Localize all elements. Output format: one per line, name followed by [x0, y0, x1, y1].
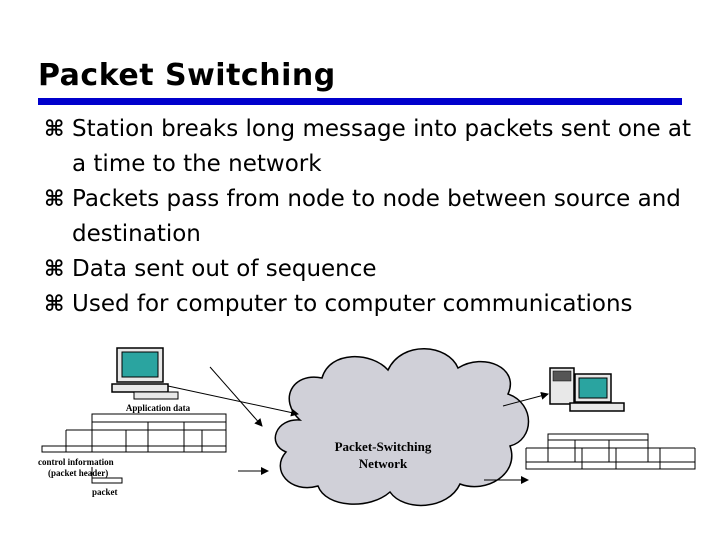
z-bullet-icon: ⌘ [44, 117, 65, 142]
bullet-text: Station breaks long message into packets… [72, 116, 692, 177]
network-label-line2: Network [359, 456, 408, 471]
title-underline [38, 98, 682, 105]
application-data-label: Application data [126, 403, 191, 413]
bullet-item: ⌘ Packets pass from node to node between… [44, 182, 704, 252]
packet-segmentation-graphic [41, 422, 227, 484]
packet-label: packet [92, 487, 118, 497]
z-bullet-icon: ⌘ [44, 187, 65, 212]
z-bullet-icon: ⌘ [44, 292, 65, 317]
bullet-text: Packets pass from node to node between s… [72, 186, 681, 247]
source-to-network-line [167, 385, 299, 417]
destination-computer-icon [549, 367, 625, 412]
application-data-block [91, 413, 227, 423]
packet-arrow-1 [209, 366, 263, 427]
control-information-label: control information [38, 457, 114, 467]
z-bullet-icon: ⌘ [44, 257, 65, 282]
network-label-line1: Packet-Switching [335, 439, 432, 454]
packet-header-label: (packet header) [48, 468, 108, 478]
bullet-item: ⌘ Used for computer to computer communic… [44, 287, 704, 322]
source-computer-icon [111, 347, 179, 400]
bullet-item: ⌘ Data sent out of sequence [44, 252, 704, 287]
bullet-item: ⌘ Station breaks long message into packe… [44, 112, 704, 182]
network-cloud [274, 348, 530, 507]
slide-title: Packet Switching [38, 58, 336, 93]
packet-reassembly-graphic [525, 433, 696, 470]
bullet-text: Used for computer to computer communicat… [72, 291, 633, 317]
bullet-list: ⌘ Station breaks long message into packe… [44, 112, 704, 322]
bullet-text: Data sent out of sequence [72, 256, 377, 282]
network-to-destination-line [502, 391, 549, 407]
